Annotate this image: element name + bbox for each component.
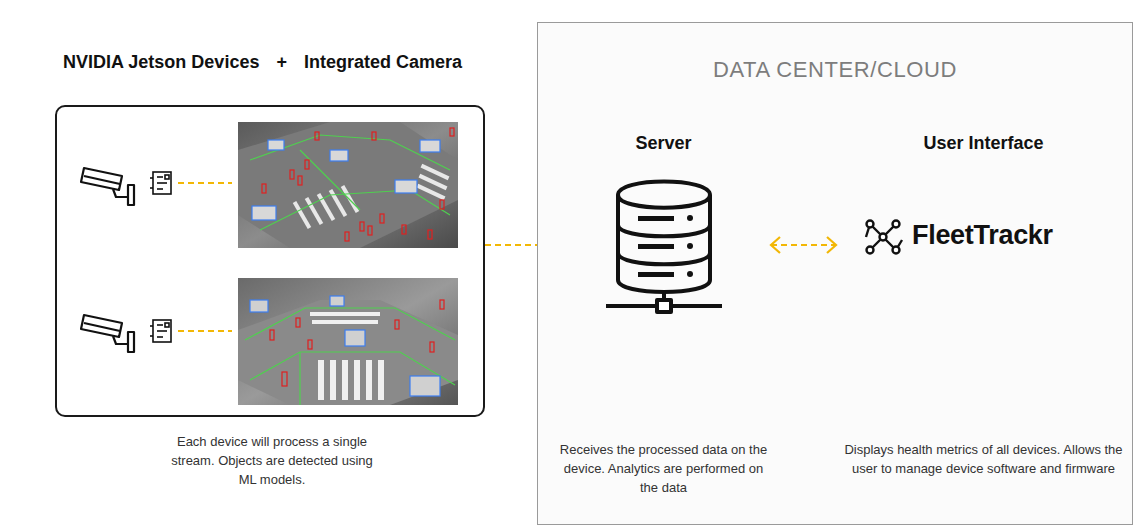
dashed-connector bbox=[485, 245, 537, 246]
dashed-connector bbox=[771, 237, 836, 253]
region-title: DATA CENTER/CLOUD bbox=[538, 57, 1132, 83]
server-node: ServerReceives the processed data on the… bbox=[556, 128, 771, 513]
node-heading-holder: User Interface bbox=[836, 133, 1131, 154]
logo-wordmark-holder: FleetTrackr bbox=[912, 220, 1053, 251]
logo-network-icon bbox=[866, 221, 902, 254]
caption-text-holder: Receives the processed data on the devic… bbox=[556, 441, 771, 498]
node-heading-holder: Server bbox=[556, 133, 771, 154]
street-scene-image bbox=[238, 122, 458, 248]
camera-link-line bbox=[178, 330, 232, 332]
caption-text: Each device will process a single stream… bbox=[167, 433, 377, 490]
caption-text-holder: Each device will process a single stream… bbox=[167, 433, 377, 490]
logo-wordmark: FleetTrackr bbox=[912, 220, 1053, 251]
cctv-camera-icon bbox=[81, 168, 134, 205]
region-title-holder: DATA CENTER/CLOUD bbox=[538, 57, 1132, 83]
jetson-chip-icon bbox=[150, 320, 171, 342]
group-heading: Integrated Camera bbox=[304, 52, 462, 73]
user-interface-node: User InterfaceFleetTrackrDisplays health… bbox=[836, 128, 1131, 513]
caption-text-holder: Displays health metrics of all devices. … bbox=[836, 441, 1131, 479]
jetson-chip-icon bbox=[150, 172, 171, 194]
cloud-panel-ground bbox=[537, 22, 1133, 525]
cloud-region-box: ServerReceives the processed data on the… bbox=[537, 22, 1133, 525]
cctv-camera-icon bbox=[81, 315, 134, 352]
caption-text: Receives the processed data on the devic… bbox=[556, 441, 771, 498]
caption-text: Displays health metrics of all devices. … bbox=[836, 441, 1131, 479]
street-scene-image bbox=[238, 278, 458, 405]
node-heading: Server bbox=[556, 133, 771, 154]
device-group-box: NVIDIA Jetson Devices+Integrated CameraE… bbox=[55, 105, 485, 417]
plus-sign: + bbox=[276, 52, 287, 73]
server-slot-marks bbox=[638, 215, 693, 277]
heading-row: NVIDIA Jetson Devices + Integrated Camera bbox=[63, 52, 462, 73]
database-server-icon bbox=[606, 182, 722, 313]
camera-link-line bbox=[178, 182, 232, 184]
node-heading: User Interface bbox=[836, 133, 1131, 154]
group-heading: NVIDIA Jetson Devices bbox=[63, 52, 259, 73]
